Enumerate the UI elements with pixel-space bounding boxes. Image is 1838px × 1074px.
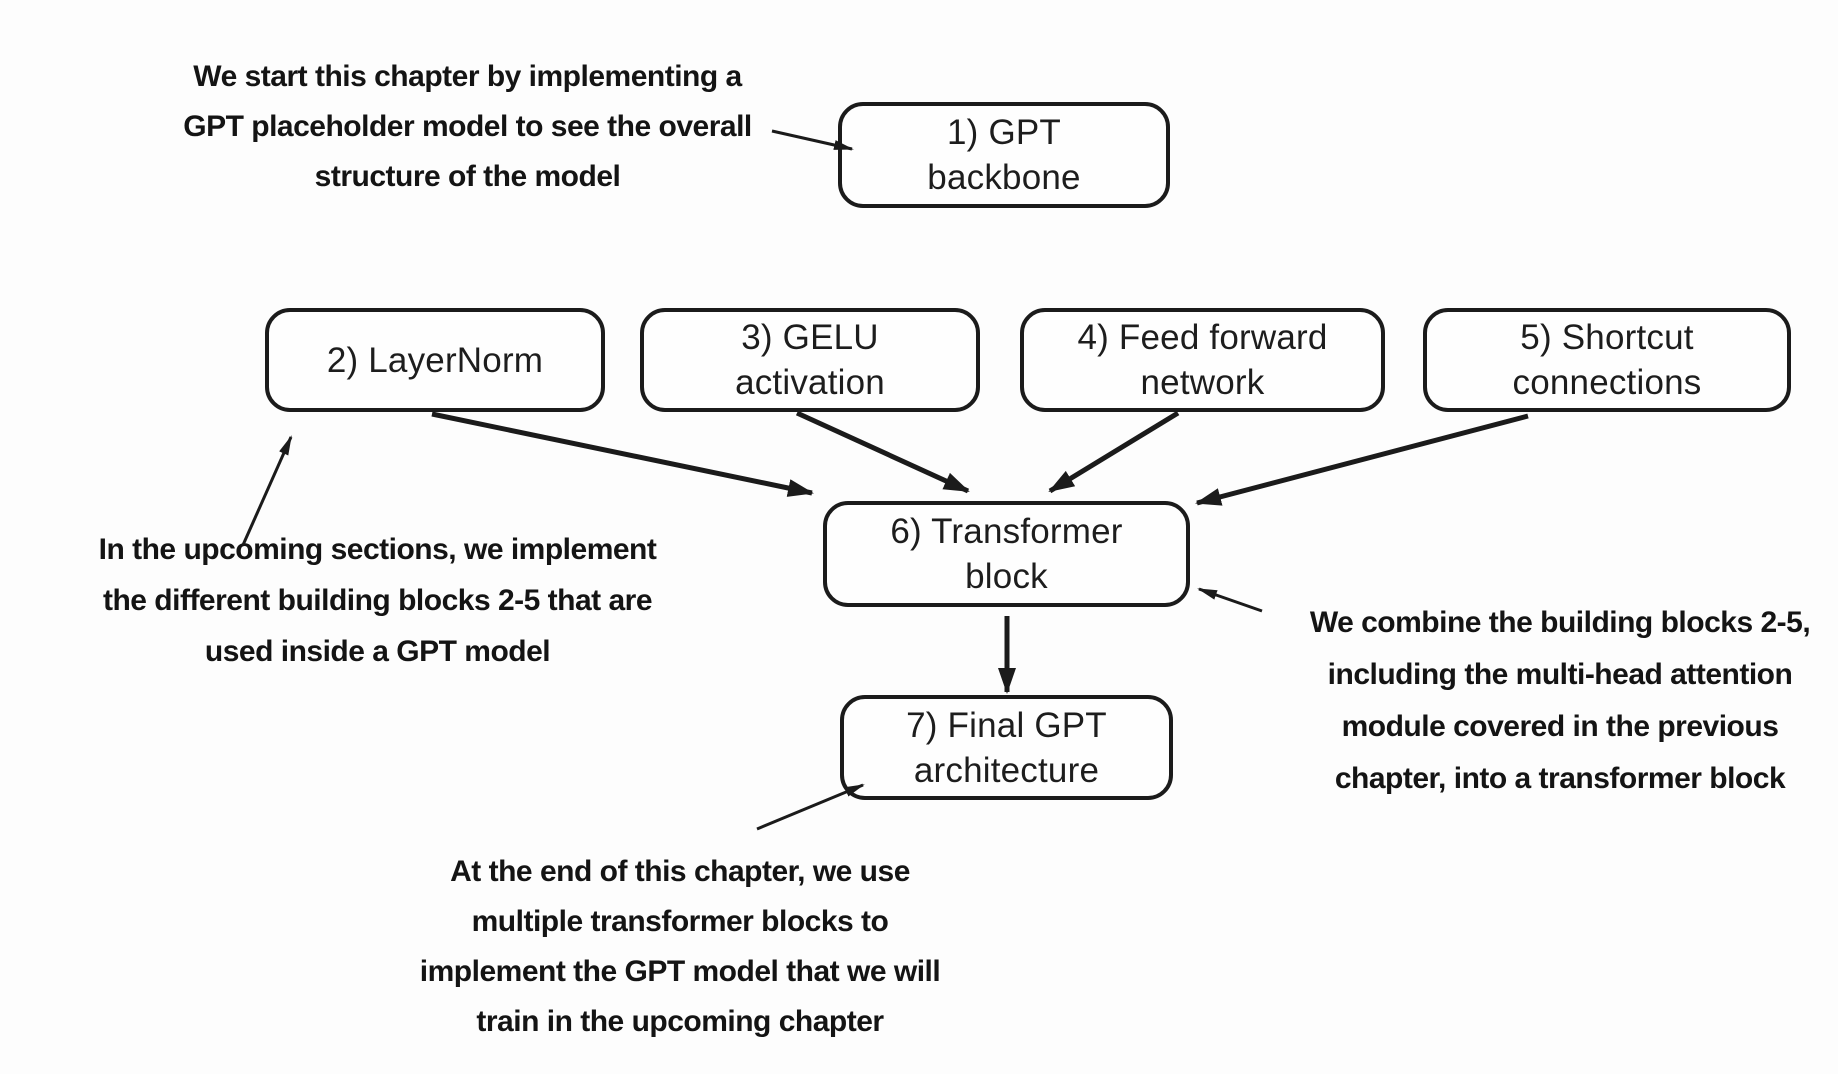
note-line: In the upcoming sections, we implement <box>98 533 657 566</box>
note-line: used inside a GPT model <box>204 635 551 668</box>
note-line: module covered in the previous <box>1341 710 1779 743</box>
note-line: train in the upcoming chapter <box>476 1005 884 1038</box>
note-top-gpt-backbone: We start this chapter by implementing a … <box>130 52 805 202</box>
box-label: 7) Final GPT <box>906 705 1107 745</box>
box-label: connections <box>1512 363 1702 402</box>
arrow-right-note-to-transformer-block <box>1197 587 1263 613</box>
note-left-building-blocks: In the upcoming sections, we implement t… <box>55 524 700 677</box>
box-label: 2) LayerNorm <box>326 340 544 380</box>
note-line: multiple transformer blocks to <box>471 905 889 938</box>
note-line: implement the GPT model that we will <box>419 955 941 988</box>
note-right-combine-blocks: We combine the building blocks 2-5, incl… <box>1275 597 1838 805</box>
note-line: We combine the building blocks 2-5, <box>1309 606 1811 639</box>
box-label: 4) Feed forward <box>1077 318 1328 357</box>
note-line: At the end of this chapter, we use <box>450 855 910 888</box>
arrow-feed-forward-to-transformer-block <box>1048 410 1180 494</box>
arrow-gelu-to-transformer-block <box>795 410 970 494</box>
note-bottom-final-architecture: At the end of this chapter, we use multi… <box>375 847 985 1047</box>
box-gpt-backbone: 1) GPT backbone <box>838 102 1170 208</box>
note-line: We start this chapter by implementing a <box>193 60 742 93</box>
box-shortcut-connections: 5) Shortcut connections <box>1423 308 1791 412</box>
box-final-gpt-architecture: 7) Final GPT architecture <box>840 695 1173 800</box>
note-line: the different building blocks 2-5 that a… <box>102 584 653 617</box>
arrow-layernorm-to-transformer-block <box>431 411 814 497</box>
note-line: including the multi-head attention <box>1327 658 1793 691</box>
box-label: 3) GELU <box>741 318 879 357</box>
box-layernorm: 2) LayerNorm <box>265 308 605 412</box>
box-label: 5) Shortcut <box>1520 318 1694 357</box>
box-label: 6) Transformer <box>890 512 1123 551</box>
box-label: 1) GPT <box>947 113 1061 152</box>
note-line: chapter, into a transformer block <box>1334 762 1786 795</box>
box-label: architecture <box>913 750 1100 790</box>
box-feed-forward-network: 4) Feed forward network <box>1020 308 1385 412</box>
arrow-shortcut-to-transformer-block <box>1195 413 1529 506</box>
box-label: activation <box>735 363 885 402</box>
box-gelu-activation: 3) GELU activation <box>640 308 980 412</box>
box-label: backbone <box>927 158 1081 197</box>
box-label: block <box>965 557 1048 596</box>
note-line: GPT placeholder model to see the overall <box>183 110 752 143</box>
box-label: network <box>1140 363 1265 402</box>
box-transformer-block: 6) Transformer block <box>823 501 1190 607</box>
note-line: structure of the model <box>314 160 621 193</box>
